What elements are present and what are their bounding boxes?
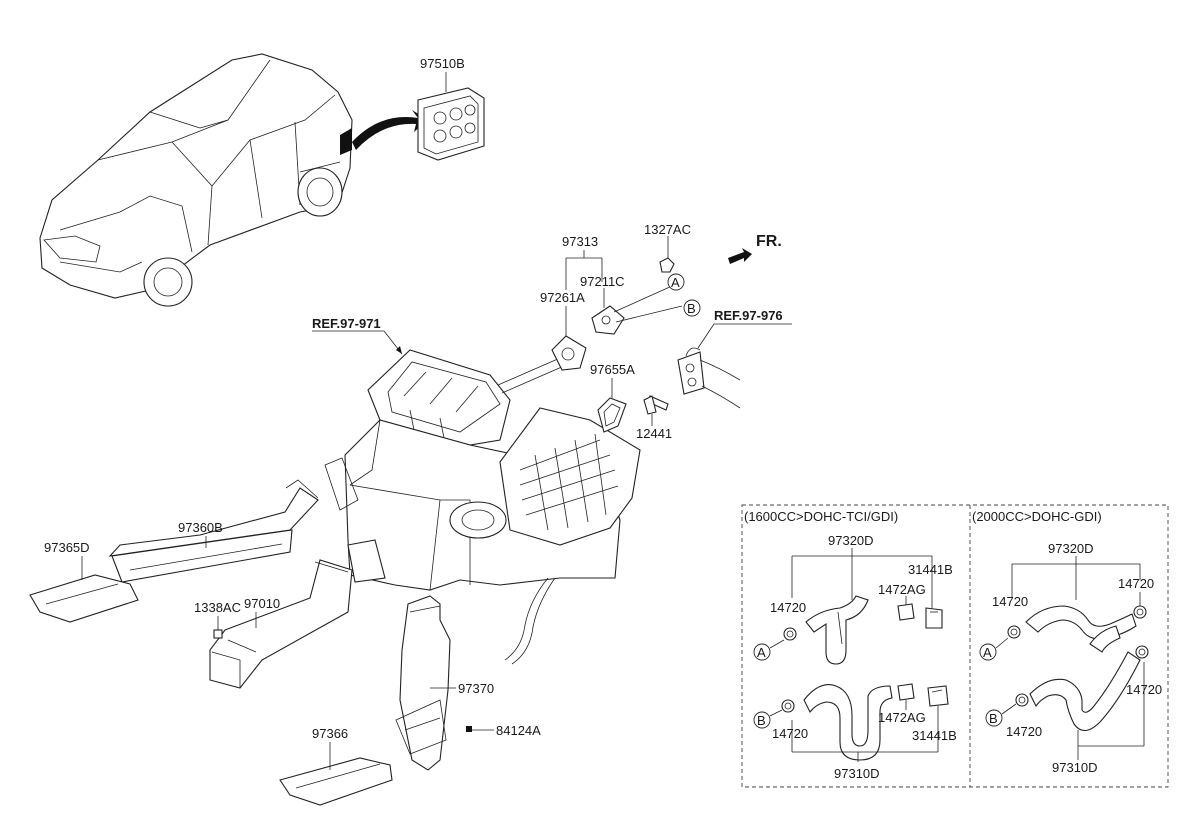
marker-a-top [667, 273, 685, 291]
rear-floor-duct-97370 [395, 595, 456, 771]
label-97360B: 97360B [178, 520, 223, 535]
cabin-air-vent-97510B [417, 72, 485, 161]
air-duct-97010 [209, 559, 353, 689]
label-97366: 97366 [312, 726, 348, 741]
panel-1600cc-marker-b [753, 711, 771, 729]
panel-1600cc-valve-upper-label: 31441B [908, 562, 953, 577]
rear-heating-duct-97360B [108, 479, 319, 583]
heater-blower-unit [324, 349, 641, 665]
label-97370: 97370 [458, 681, 494, 696]
bolt-12441 [643, 395, 669, 426]
panel-1600cc-lower-hose-label: 97310D [834, 766, 880, 781]
panel-1600cc-fitting-lower-label: 1472AG [878, 710, 926, 725]
engine-variants-box [741, 504, 1169, 788]
label-12441: 12441 [636, 426, 672, 441]
panel-1600cc-marker-a-label: A [757, 645, 766, 660]
seal-97655A [597, 378, 627, 433]
label-97365D: 97365D [44, 540, 90, 555]
panel-1600cc-upper-hose-label: 97320D [828, 533, 874, 548]
label-97211C: 97211C [580, 274, 625, 289]
label-97261A: 97261A [540, 290, 585, 305]
label-97313: 97313 [562, 234, 598, 249]
marker-b-top-label: B [687, 301, 696, 316]
panel-1600cc-marker-b-label: B [757, 713, 766, 728]
marker-a-top-label: A [671, 275, 680, 290]
front-direction-label: FR. [756, 233, 782, 250]
panel-2000cc-marker-b [985, 709, 1003, 727]
clip-84124A [466, 726, 494, 732]
panel-2000cc-clamp-upper-right-label: 14720 [1118, 576, 1154, 591]
marker-b-top [683, 299, 701, 317]
panel-2000cc-marker-b-label: B [989, 711, 998, 726]
panel-2000cc-upper-hose-label: 97320D [1048, 541, 1094, 556]
label-97655A: 97655A [590, 362, 635, 377]
variant-panel-1600cc: (1600CC>DOHC-TCI/GDI) 97320D 31441B 1472… [744, 509, 957, 781]
floor-duct-97365D [29, 556, 139, 623]
panel-2000cc-marker-a [979, 643, 997, 661]
panel-1600cc-clamp-upper-label: 14720 [770, 600, 806, 615]
panel-1600cc-title: (1600CC>DOHC-TCI/GDI) [744, 509, 898, 524]
label-84124A: 84124A [496, 723, 541, 738]
panel-2000cc-clamp-lower-left-label: 14720 [1006, 724, 1042, 739]
panel-1600cc-fitting-upper-label: 1472AG [878, 582, 926, 597]
screw-1338AC [213, 616, 223, 639]
panel-2000cc-lower-hose-label: 97310D [1052, 760, 1098, 775]
leader-97313 [565, 250, 603, 290]
panel-1600cc-marker-a [753, 643, 771, 661]
nut-1327AC [659, 236, 675, 273]
panel-2000cc-marker-a-label: A [983, 645, 992, 660]
front-direction-indicator [728, 248, 752, 264]
refrigerant-line-block [677, 347, 741, 409]
reference-right: REF.97-976 [714, 308, 783, 323]
label-97510B: 97510B [420, 56, 465, 71]
vehicle-illustration [39, 53, 428, 307]
variant-panel-2000cc: (2000CC>DOHC-GDI) 97320D 14720 14720 A 1… [972, 509, 1162, 775]
expansion-plate-97211C [591, 285, 683, 335]
panel-2000cc-title: (2000CC>DOHC-GDI) [972, 509, 1102, 524]
label-97010: 97010 [244, 596, 280, 611]
label-1327AC: 1327AC [644, 222, 691, 237]
panel-1600cc-valve-lower-label: 31441B [912, 728, 957, 743]
panel-1600cc-clamp-lower-label: 14720 [772, 726, 808, 741]
expansion-gasket-97261A [551, 306, 587, 371]
panel-2000cc-clamp-upper-left-label: 14720 [992, 594, 1028, 609]
floor-duct-97366 [279, 742, 393, 806]
label-1338AC: 1338AC [194, 600, 241, 615]
reference-left: REF.97-971 [312, 316, 381, 331]
